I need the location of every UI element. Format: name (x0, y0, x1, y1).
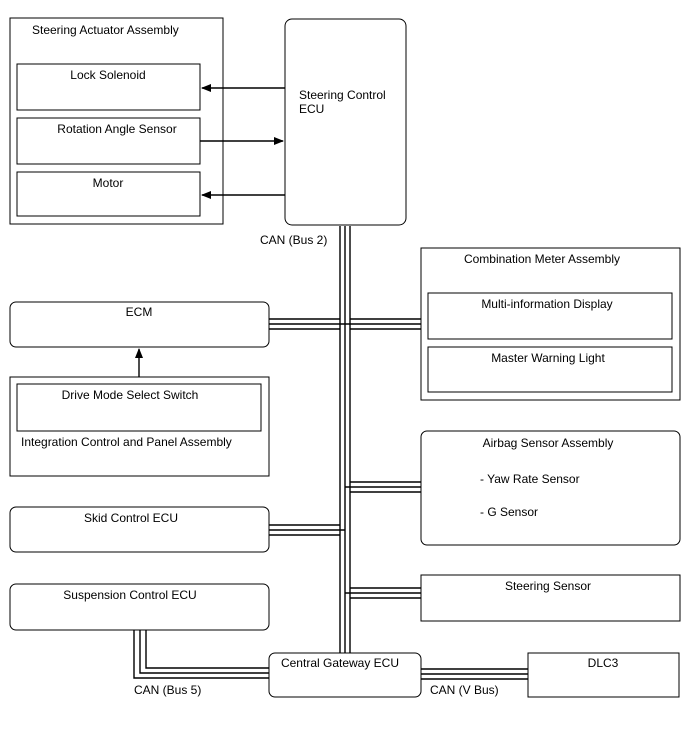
can-bus-lines (133, 226, 528, 680)
multi-information-display-box (427, 292, 673, 340)
integration-control-panel-assembly: Drive Mode Select Switch Integration Con… (9, 376, 270, 477)
bus-branch-combination-meter (345, 318, 421, 330)
combination-meter-assembly: Combination Meter Assembly Multi-informa… (420, 247, 681, 401)
master-warning-light-label: Master Warning Light (491, 351, 605, 365)
bus-branch-ecm (269, 318, 345, 330)
steering-sensor-label: Steering Sensor (505, 579, 591, 593)
central-gateway-ecu-label: Central Gateway ECU (281, 656, 399, 670)
master-warning-light-box (427, 346, 673, 393)
bus-branch-airbag (345, 481, 421, 493)
bus-branch-skid-control (269, 524, 345, 536)
dlc3-label: DLC3 (588, 656, 619, 670)
steering-sensor: Steering Sensor (420, 574, 681, 622)
steering-actuator-assembly: Steering Actuator Assembly Lock Solenoid… (9, 17, 224, 225)
bus5-label: CAN (Bus 5) (134, 683, 201, 697)
steering-control-ecu: Steering Control ECU (284, 18, 407, 226)
lock-solenoid-label: Lock Solenoid (70, 68, 145, 82)
actuator-signal-arrows (200, 84, 285, 199)
steering-control-ecu-line2: ECU (299, 102, 324, 116)
lock-solenoid-box (16, 63, 201, 111)
suspension-control-ecu-label: Suspension Control ECU (63, 588, 196, 602)
drive-mode-select-switch-label: Drive Mode Select Switch (62, 388, 199, 402)
motor-box (16, 171, 201, 217)
bus-branch-steering-sensor (345, 587, 421, 599)
steering-actuator-title: Steering Actuator Assembly (32, 23, 179, 37)
skid-control-ecu: Skid Control ECU (9, 506, 270, 553)
integration-panel-title: Integration Control and Panel Assembly (21, 435, 232, 449)
multi-information-display-label: Multi-information Display (481, 297, 612, 311)
bus-trunk-vertical (339, 226, 351, 653)
combination-meter-title: Combination Meter Assembly (464, 252, 620, 266)
steering-control-ecu-line1: Steering Control (299, 88, 386, 102)
vbus-lines (421, 668, 528, 680)
dlc3: DLC3 (527, 652, 680, 698)
bus2-label: CAN (Bus 2) (260, 233, 327, 247)
airbag-sensor-assembly: Airbag Sensor Assembly - Yaw Rate Sensor… (420, 430, 681, 546)
central-gateway-ecu: Central Gateway ECU (268, 652, 422, 698)
bus5-lines (133, 630, 269, 679)
g-sensor-label: - G Sensor (480, 505, 538, 519)
yaw-rate-sensor-label: - Yaw Rate Sensor (480, 472, 580, 486)
motor-label: Motor (93, 176, 124, 190)
ecm: ECM (9, 301, 270, 348)
rotation-angle-sensor-box (16, 117, 201, 165)
skid-control-ecu-label: Skid Control ECU (84, 511, 178, 525)
rotation-angle-sensor-label: Rotation Angle Sensor (57, 122, 176, 136)
vbus-label: CAN (V Bus) (430, 683, 499, 697)
suspension-control-ecu: Suspension Control ECU (9, 583, 270, 631)
airbag-sensor-title: Airbag Sensor Assembly (483, 436, 614, 450)
ecm-label: ECM (126, 305, 153, 319)
drive-mode-select-switch-box (16, 383, 262, 432)
